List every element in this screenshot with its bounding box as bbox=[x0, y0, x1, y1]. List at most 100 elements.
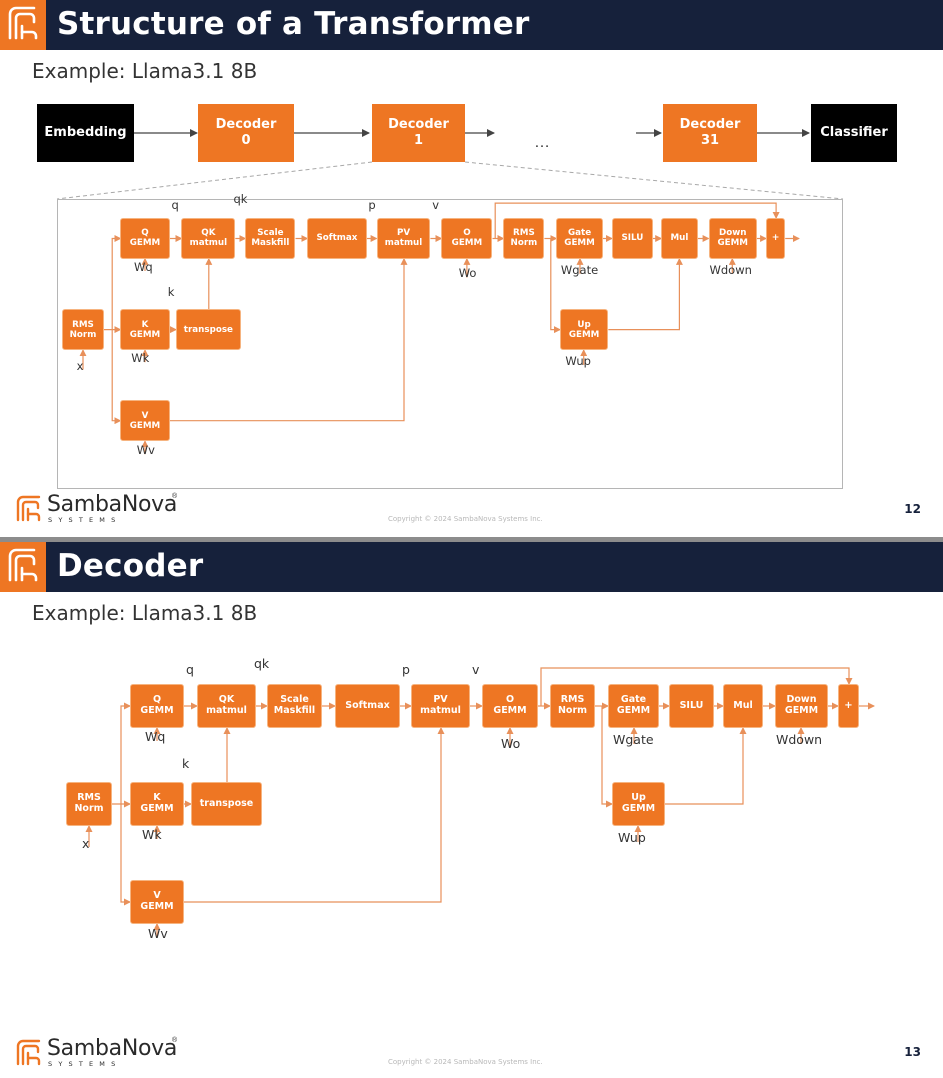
pipeline-arrows bbox=[134, 129, 810, 137]
node-rmsnorm1[interactable]: RMS Norm bbox=[66, 782, 112, 826]
label-wup: Wup bbox=[565, 353, 591, 368]
node-up[interactable]: Up GEMM bbox=[612, 782, 665, 826]
brand-registered: ® bbox=[172, 493, 178, 500]
label-wdown: Wdown bbox=[776, 732, 823, 747]
label-wgate: Wgate bbox=[613, 732, 654, 747]
node-silu[interactable]: SILU bbox=[611, 218, 653, 259]
node-add[interactable]: + bbox=[838, 684, 859, 728]
node-up[interactable]: Up GEMM bbox=[559, 309, 609, 351]
sambanova-logo-icon bbox=[16, 1039, 41, 1066]
label-wq: Wq bbox=[134, 259, 153, 274]
sambanova-logo-icon bbox=[8, 6, 38, 40]
embedding-block[interactable]: Embedding bbox=[37, 104, 134, 162]
label-x: x bbox=[76, 359, 84, 374]
sambanova-brand: SambaNova ® SYSTEMS bbox=[15, 492, 185, 526]
pipeline-ellipsis: … bbox=[534, 134, 550, 151]
label-qk: qk bbox=[254, 656, 270, 671]
diagram-edge bbox=[120, 804, 131, 906]
slide-header: Decoder bbox=[0, 542, 943, 592]
label-v: v bbox=[472, 662, 480, 677]
node-o[interactable]: O GEMM bbox=[441, 218, 493, 259]
header-logo bbox=[0, 542, 46, 592]
slide-title: Decoder bbox=[57, 548, 204, 584]
label-wk: Wk bbox=[131, 351, 150, 366]
slide-header: Structure of a Transformer bbox=[0, 0, 943, 50]
brand-subtitle: SYSTEMS bbox=[48, 516, 122, 524]
sambanova-brand: SambaNova ® SYSTEMS bbox=[15, 1036, 185, 1070]
brand-name: SambaNova bbox=[47, 1036, 178, 1061]
label-wv: Wv bbox=[148, 926, 168, 941]
slide-decoder: Decoder Example: Llama3.1 8B RMS Norm Q G… bbox=[0, 542, 943, 1078]
node-transpose[interactable]: transpose bbox=[191, 782, 262, 826]
label-wq: Wq bbox=[145, 729, 166, 744]
node-softmax[interactable]: Softmax bbox=[307, 218, 367, 259]
page-number: 12 bbox=[904, 502, 921, 516]
node-silu[interactable]: SILU bbox=[669, 684, 714, 728]
node-pv[interactable]: PV matmul bbox=[376, 218, 431, 259]
decoder-diagram-edges bbox=[85, 667, 875, 938]
node-rmsnorm1[interactable]: RMS Norm bbox=[62, 309, 104, 351]
label-wo: Wo bbox=[458, 266, 477, 281]
node-q[interactable]: Q GEMM bbox=[120, 218, 170, 259]
diagram-edge bbox=[184, 727, 445, 903]
page-number: 13 bbox=[904, 1045, 921, 1059]
diagram-edge bbox=[111, 329, 122, 425]
node-mul[interactable]: Mul bbox=[723, 684, 763, 728]
node-v[interactable]: V GEMM bbox=[130, 880, 184, 924]
diagram-edge bbox=[608, 257, 683, 331]
node-k[interactable]: K GEMM bbox=[120, 309, 170, 351]
decoder-1-block[interactable]: Decoder 1 bbox=[372, 104, 465, 162]
label-p: p bbox=[368, 197, 376, 212]
slide-subtitle: Example: Llama3.1 8B bbox=[32, 59, 258, 83]
node-o[interactable]: O GEMM bbox=[482, 684, 538, 728]
sambanova-logo-icon bbox=[8, 548, 38, 582]
label-wk: Wk bbox=[142, 827, 162, 842]
label-v: v bbox=[432, 197, 440, 212]
diagram-edge bbox=[665, 727, 747, 805]
node-add[interactable]: + bbox=[766, 218, 786, 259]
label-qk: qk bbox=[233, 192, 248, 207]
slide-subtitle: Example: Llama3.1 8B bbox=[32, 601, 258, 625]
header-logo bbox=[0, 0, 46, 50]
node-q[interactable]: Q GEMM bbox=[130, 684, 184, 728]
node-softmax[interactable]: Softmax bbox=[335, 684, 400, 728]
node-transpose[interactable]: transpose bbox=[176, 309, 241, 351]
brand-name: SambaNova bbox=[47, 492, 178, 517]
label-k: k bbox=[167, 285, 175, 300]
decoder-31-block[interactable]: Decoder 31 bbox=[663, 104, 757, 162]
node-scale[interactable]: Scale Maskfill bbox=[245, 218, 296, 259]
node-rmsnorm2[interactable]: RMS Norm bbox=[550, 684, 595, 728]
zoom-lines bbox=[56, 161, 844, 200]
node-rmsnorm2[interactable]: RMS Norm bbox=[503, 218, 545, 259]
node-k[interactable]: K GEMM bbox=[130, 782, 184, 826]
node-gate[interactable]: Gate GEMM bbox=[556, 218, 603, 259]
node-scale[interactable]: Scale Maskfill bbox=[267, 684, 322, 728]
label-wgate: Wgate bbox=[560, 262, 599, 277]
label-x: x bbox=[82, 836, 90, 851]
diagram-edge bbox=[169, 257, 408, 422]
decoder-0-block[interactable]: Decoder 0 bbox=[198, 104, 294, 162]
brand-registered: ® bbox=[172, 1037, 178, 1044]
slide-separator bbox=[0, 537, 943, 542]
label-wv: Wv bbox=[136, 443, 155, 458]
brand-subtitle: SYSTEMS bbox=[48, 1060, 122, 1068]
diagram-edge bbox=[494, 202, 780, 239]
slide-title: Structure of a Transformer bbox=[57, 6, 530, 42]
decoder-diagram-edges bbox=[79, 202, 800, 455]
node-gate[interactable]: Gate GEMM bbox=[608, 684, 659, 728]
copyright: Copyright © 2024 SambaNova Systems Inc. bbox=[388, 1058, 543, 1066]
node-down[interactable]: Down GEMM bbox=[708, 218, 757, 259]
copyright: Copyright © 2024 SambaNova Systems Inc. bbox=[388, 515, 543, 523]
node-v[interactable]: V GEMM bbox=[120, 400, 170, 442]
label-p: p bbox=[402, 662, 410, 677]
diagram-edge bbox=[120, 702, 131, 804]
label-k: k bbox=[182, 756, 190, 771]
node-down[interactable]: Down GEMM bbox=[775, 684, 828, 728]
classifier-block[interactable]: Classifier bbox=[811, 104, 897, 162]
label-q: q bbox=[171, 197, 179, 212]
node-mul[interactable]: Mul bbox=[661, 218, 698, 259]
node-qk[interactable]: QK matmul bbox=[181, 218, 236, 259]
node-pv[interactable]: PV matmul bbox=[411, 684, 470, 728]
diagram-edge bbox=[550, 238, 561, 334]
node-qk[interactable]: QK matmul bbox=[197, 684, 256, 728]
